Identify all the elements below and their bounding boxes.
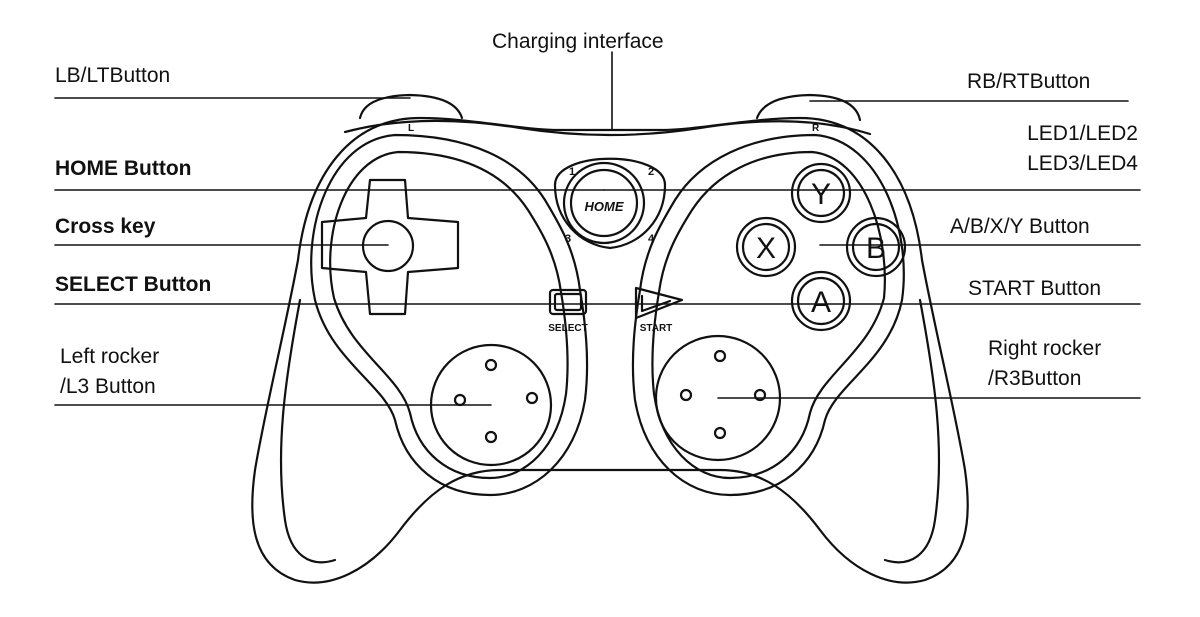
face-button-a-text: A [811, 286, 831, 319]
left-section-outline [310, 133, 589, 497]
start-button[interactable] [634, 286, 684, 320]
label-right-rocker: Right rocker /R3Button [988, 337, 1101, 391]
right-section-outline [631, 133, 905, 497]
label-left-rocker-line2: /L3 Button [60, 375, 156, 398]
label-right-rocker-line1: Right rocker [988, 337, 1102, 360]
label-abxy-button: A/B/X/Y Button [950, 215, 1090, 238]
left-grip-detail [279, 298, 337, 564]
left-stick-dot-top [484, 358, 498, 372]
left-stick-dot-left [453, 393, 467, 407]
label-led: LED1/LED2 LED3/LED4 [1027, 122, 1138, 176]
left-section-inner [329, 150, 569, 480]
right-stick-dot-left [679, 388, 693, 402]
label-left-rocker-line1: Left rocker [60, 345, 160, 368]
bumper-l-text: L [408, 123, 414, 134]
bumper-r-text: R [812, 123, 820, 134]
controller-body-outline [251, 116, 969, 584]
right-bumper [755, 93, 862, 122]
right-stick-dot-top [713, 349, 727, 363]
label-charging-interface: Charging interface [492, 30, 664, 53]
led-2-text: 2 [648, 166, 654, 178]
leader-lines [54, 51, 1141, 406]
left-stick-dot-bottom [484, 430, 498, 444]
left-bumper [358, 93, 464, 120]
face-button-y-text: Y [811, 178, 831, 211]
label-lb-lt-button: LB/LTButton [55, 64, 171, 87]
select-button[interactable] [553, 292, 583, 312]
right-stick-dot-right [753, 388, 767, 402]
right-section-inner [651, 150, 886, 480]
face-button-x-group[interactable]: X [735, 216, 797, 278]
label-cross-key: Cross key [55, 215, 156, 238]
right-grip-detail [883, 298, 941, 564]
home-button[interactable] [569, 168, 639, 238]
label-led-line2: LED3/LED4 [1027, 152, 1138, 175]
face-button-x-text: X [756, 232, 776, 265]
face-button-b-group[interactable]: B [845, 216, 907, 278]
cross-key[interactable] [320, 178, 460, 316]
left-stick-dot-right [525, 391, 539, 405]
label-led-line1: LED1/LED2 [1027, 122, 1138, 145]
select-button-outer[interactable] [548, 288, 588, 316]
home-surround [553, 157, 667, 250]
label-select-button: SELECT Button [55, 273, 212, 296]
led-4-text: 4 [648, 233, 655, 245]
label-home-button: HOME Button [55, 157, 192, 180]
face-button-y-group[interactable]: Y [790, 162, 852, 224]
cross-key-center [361, 219, 415, 273]
label-rb-rt-button: RB/RTButton [967, 70, 1091, 93]
top-ridge [343, 119, 872, 137]
home-button-outer[interactable] [562, 161, 646, 245]
face-button-a-group[interactable]: A [790, 270, 852, 332]
right-stick-dot-bottom [713, 426, 727, 440]
label-left-rocker: Left rocker /L3 Button [60, 345, 159, 399]
led-3-text: 3 [565, 233, 571, 245]
face-button-b-text: B [866, 232, 886, 265]
select-button-text: SELECT [548, 323, 587, 334]
led-1-text: 1 [569, 166, 575, 178]
label-start-button: START Button [968, 277, 1102, 300]
start-button-text: START [640, 323, 673, 334]
home-button-text: HOME [585, 199, 624, 214]
label-right-rocker-line2: /R3Button [988, 367, 1082, 390]
